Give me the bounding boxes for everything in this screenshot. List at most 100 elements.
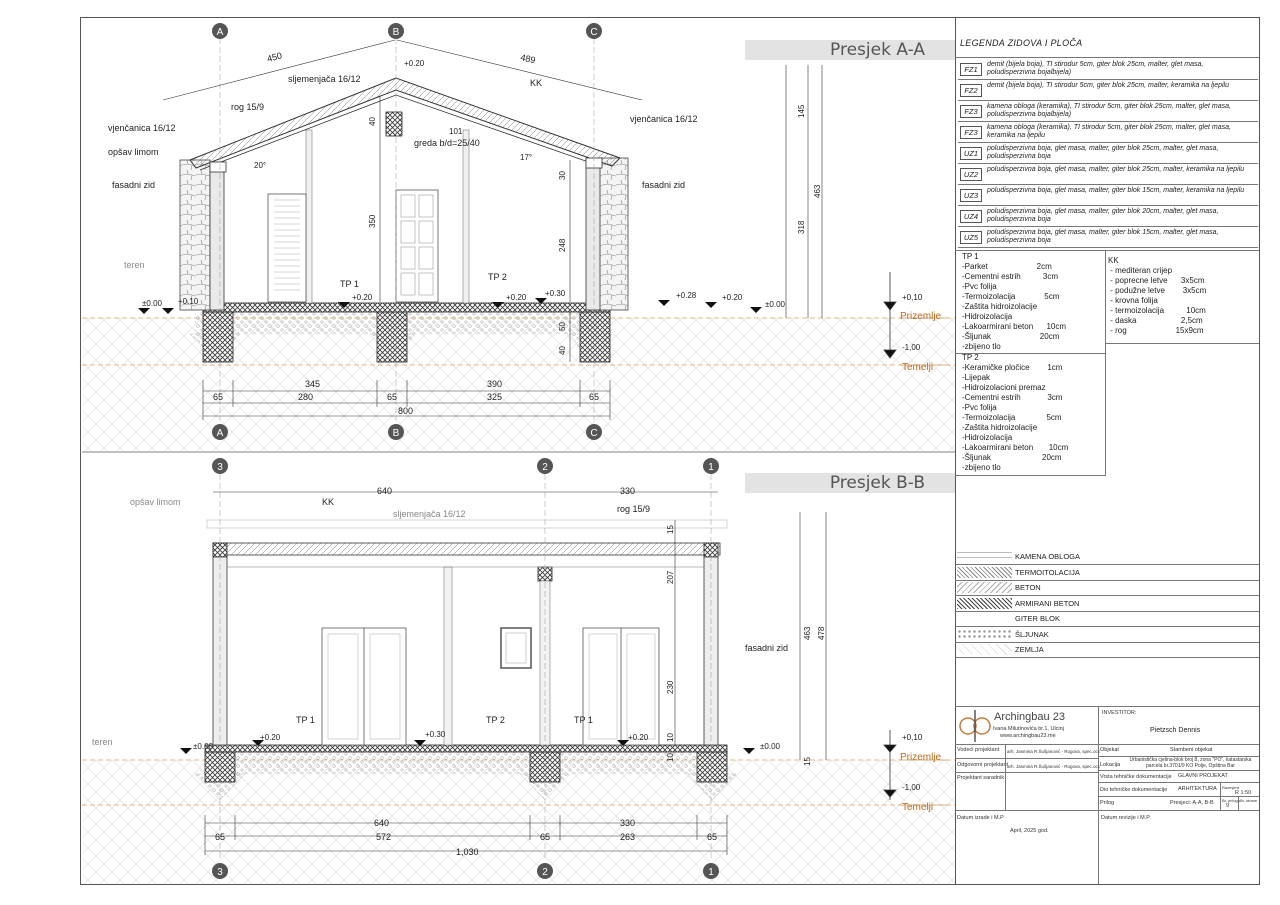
axis-bubble-b-bottom (388, 424, 404, 440)
material-swatch (957, 551, 1012, 562)
legend-code: UZ4 (960, 210, 982, 223)
object-label: Objekat (1100, 747, 1119, 753)
bb-dim-row2-4: 65 (707, 832, 717, 842)
axis-label-3-top: 3 (217, 462, 223, 473)
aa-ridge-label: sljemenjača 16/12 (288, 74, 361, 84)
bb-level-020-b: +0.20 (628, 733, 649, 742)
axis-bubble-3-bottom (212, 863, 228, 879)
legend-description: poludisperzivna boja, glet masa, malter,… (987, 187, 1245, 194)
investor-name: Pietzsch Dennis (1150, 727, 1201, 734)
doc-type-label: Vrsta tehničke dokumentacije (1100, 774, 1172, 780)
material-label: ŠLJUNAK (1015, 629, 1049, 639)
aa-right-stone-wall (597, 157, 629, 311)
annex-label: Prilog (1100, 800, 1115, 806)
material-row: ARMIRANI BETON (955, 596, 1259, 612)
bb-dim-top-0: 640 (377, 486, 392, 496)
aa-kk-label: KK (530, 78, 542, 88)
aa-dim-row1-1: 390 (487, 379, 502, 389)
legend-description: poludisperzivna boja, glet masa, malter,… (987, 145, 1219, 160)
legend-row: UZ4 poludisperzivna boja, glet masa, malt… (958, 206, 1258, 227)
bb-flashing-label: opšav limom (130, 497, 181, 507)
drawing-area: A B C A B C 3 2 1 3 2 1 450 489 +0.20 sl… (82, 23, 955, 884)
aa-dim-row2-2: 65 (387, 392, 397, 402)
aa-angle-right: 17° (520, 153, 532, 162)
material-label: GITER BLOK (1015, 614, 1061, 623)
legend-code: UZ2 (960, 168, 982, 181)
aa-dim-row1-0: 345 (305, 379, 320, 389)
page-number-label: Br. strane (1240, 798, 1258, 803)
lead-designer-name: arh. Jasmina R.Šušjanović - Rogova, spec… (1007, 749, 1101, 754)
legend-code: FZ2 (960, 84, 982, 97)
axis-label-b-top: B (393, 27, 400, 38)
section-bb-drawing (82, 451, 955, 884)
doc-part-value: ARHITEKTURA (1178, 786, 1217, 792)
axis-bubble-b-top (388, 23, 404, 39)
material-row: ŠLJUNAK (955, 627, 1259, 643)
aa-dim-30: 30 (558, 171, 567, 180)
aa-axis-bubbles (212, 23, 602, 440)
bb-dim-row1-0: 640 (374, 818, 389, 828)
aa-dim-left-roof: 450 (266, 50, 283, 64)
firm-website: www.archingbau23.me (1000, 733, 1056, 739)
material-label: ZEMLJA (1015, 645, 1044, 654)
bb-dim-row1-1: 330 (620, 818, 635, 828)
aa-rafter-label: rog 15/9 (231, 102, 264, 112)
material-label: TERMOITOLACIJA (1015, 567, 1080, 577)
legend-code: FZ1 (960, 63, 982, 76)
legend-row: UZ2 poludisperzivna boja, glet masa, malt… (958, 164, 1258, 185)
doc-type-value: GLAVNI PROJEKAT (1178, 773, 1228, 779)
legend-row: UZ1 poludisperzivna boja, glet masa, malt… (958, 143, 1258, 164)
legend-description: kamena obloga (keramika), TI stirodur 5c… (987, 124, 1231, 139)
aa-left-stone-wall (179, 159, 211, 311)
material-label: ARMIRANI BETON (1015, 598, 1080, 608)
date-value: April, 2025 god. (1010, 828, 1049, 834)
firm-address: Ivana Milutinovića br.1, Ulcinj (993, 726, 1064, 732)
legend-code: UZ1 (960, 147, 982, 160)
investor-label: INVESTITOR: (1102, 710, 1137, 716)
axis-bubble-2-top (537, 458, 553, 474)
material-row: ZEMLJA (955, 642, 1259, 658)
aa-level-020-b: +0.20 (506, 293, 527, 302)
aa-dim-50: 50 (558, 322, 567, 331)
legend-description: poludisperzivna boja, glet masa, malter,… (987, 166, 1245, 173)
bb-temelji-label: Temelji (902, 802, 933, 813)
axis-bubble-c-bottom (586, 424, 602, 440)
axis-bubble-a-bottom (212, 424, 228, 440)
material-swatch (957, 613, 1012, 624)
axis-bubble-1-top (703, 458, 719, 474)
aa-dim-row2-1: 280 (298, 392, 313, 402)
aa-dim-463: 463 (813, 184, 822, 198)
aa-level-000-right: ±0.00 (765, 300, 786, 309)
aa-dim-318: 318 (797, 220, 806, 234)
bb-side-level-100: -1,00 (902, 783, 921, 792)
aa-level-020-c: +0.20 (722, 293, 743, 302)
axis-label-2-top: 2 (542, 462, 548, 473)
sheet-frame (80, 17, 1260, 885)
object-value: Stambeni objekat (1170, 747, 1213, 753)
revision-label: Datum revizije i M.P (1101, 815, 1150, 821)
doc-part-label: Dio tehničke dokumentacije (1100, 787, 1168, 793)
aa-floor-slab (202, 302, 611, 313)
responsible-designer-label: Odgovorni projektant (957, 762, 1009, 768)
legend-description: poludisperzivna boja, glet masa, malter,… (987, 208, 1219, 223)
bb-ridge-label: sljemenjača 16/12 (393, 509, 466, 519)
aa-center-door (395, 189, 439, 303)
material-row: TERMOITOLACIJA (955, 565, 1259, 581)
aa-level-030: +0.30 (545, 289, 566, 298)
material-swatch (957, 566, 1012, 578)
bb-level-020-a: +0.20 (260, 733, 281, 742)
aa-facade-right-label: fasadni zid (642, 180, 685, 190)
bb-dim-top-1: 330 (620, 486, 635, 496)
firm-logo (959, 710, 991, 742)
legend-description: kamena obloga (keramika), TI stirodur 5c… (987, 103, 1231, 118)
legend-code: UZ3 (960, 189, 982, 202)
aa-dim-row2-0: 65 (213, 392, 223, 402)
bb-teren-label: teren (92, 737, 113, 747)
tp1-layers: TP 1 -Parket 2cm -Cementni estrih 3cm -P… (962, 252, 1067, 351)
scale-value: R 1:50 (1235, 790, 1252, 796)
material-swatch (957, 597, 1012, 609)
axis-label-c-bottom: C (590, 428, 597, 439)
bb-facade-label: fasadni zid (745, 643, 788, 653)
section-aa-title: Presjek A-A (745, 40, 955, 60)
